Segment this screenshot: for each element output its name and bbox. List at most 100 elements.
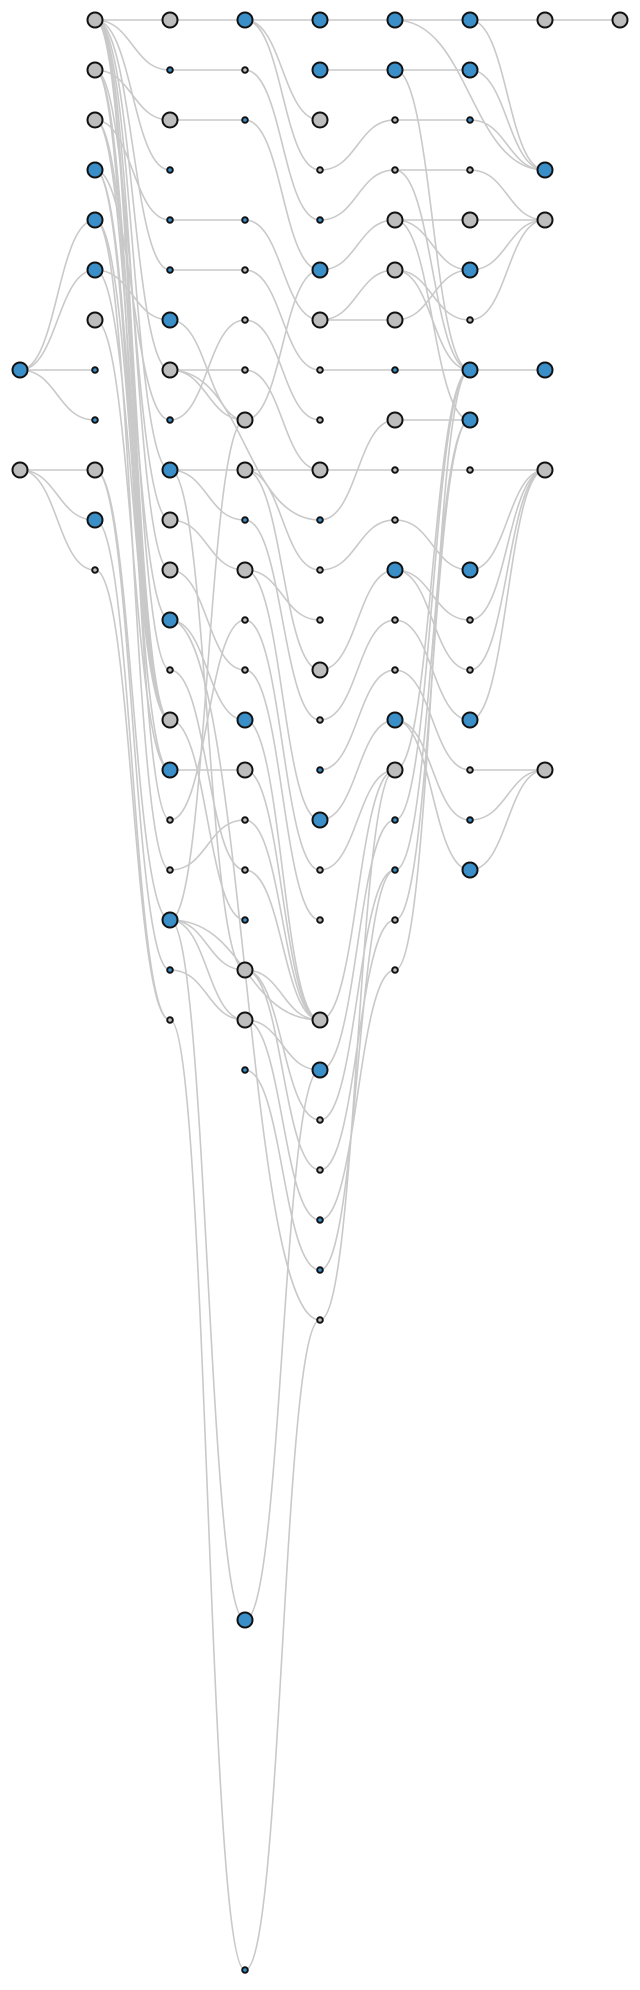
gray-node-small — [316, 566, 324, 574]
graph-edge — [19, 469, 96, 521]
blue-node-small — [166, 966, 174, 974]
gray-node-small — [316, 916, 324, 924]
graph-edge — [169, 919, 246, 971]
graph-edge — [19, 469, 96, 571]
gray-node-small — [466, 766, 474, 774]
graph-edge — [244, 969, 321, 1021]
gray-node-small — [316, 866, 324, 874]
blue-node — [311, 61, 329, 79]
graph-edge — [169, 919, 246, 1021]
graph-edge — [94, 519, 171, 1021]
graph-edge — [169, 1019, 246, 1971]
gray-node-small — [466, 466, 474, 474]
graph-edge — [394, 269, 471, 371]
graph-edge — [94, 119, 171, 721]
graph-edge — [244, 1319, 321, 1971]
gray-node-small — [316, 366, 324, 374]
blue-node — [236, 711, 254, 729]
gray-node — [161, 561, 179, 579]
graph-edge — [394, 669, 471, 771]
graph-edge — [319, 569, 396, 671]
gray-node-small — [391, 166, 399, 174]
gray-node-small — [466, 316, 474, 324]
gray-node — [611, 11, 629, 29]
graph-edge — [469, 219, 546, 271]
blue-node — [161, 761, 179, 779]
gray-node — [86, 11, 104, 29]
blue-node-small — [166, 66, 174, 74]
graph-edge — [94, 319, 171, 771]
gray-node — [86, 61, 104, 79]
blue-node-small — [241, 916, 249, 924]
graph-edge — [244, 719, 321, 1021]
graph-edge — [319, 869, 396, 1121]
blue-node-small — [241, 516, 249, 524]
blue-node — [461, 561, 479, 579]
gray-node — [311, 661, 329, 679]
gray-node-small — [391, 116, 399, 124]
gray-node — [461, 211, 479, 229]
graph-edge — [394, 719, 471, 871]
blue-node-small — [166, 266, 174, 274]
gray-node — [386, 211, 404, 229]
graph-edge — [244, 519, 321, 721]
graph-edge — [169, 519, 246, 571]
blue-node — [461, 61, 479, 79]
graph-edge — [319, 769, 396, 1021]
graph-edge — [19, 369, 96, 421]
graph-edge — [244, 969, 321, 1171]
blue-node-small — [316, 516, 324, 524]
graph-edge — [244, 669, 321, 921]
gray-node — [161, 11, 179, 29]
gray-node-small — [391, 966, 399, 974]
blue-node — [461, 711, 479, 729]
gray-node-small — [241, 816, 249, 824]
blue-node-small — [466, 816, 474, 824]
gray-node — [236, 1011, 254, 1029]
gray-node-small — [241, 366, 249, 374]
graph-edge — [469, 769, 546, 871]
blue-node-small — [391, 366, 399, 374]
graph-edge — [244, 769, 321, 1021]
gray-node-small — [391, 916, 399, 924]
graph-edge — [94, 469, 171, 971]
blue-node — [461, 861, 479, 879]
graph-edge — [169, 569, 246, 671]
graph-edge — [169, 719, 246, 921]
blue-node-small — [166, 216, 174, 224]
gray-node-small — [241, 866, 249, 874]
graph-edge — [319, 869, 396, 1271]
blue-node — [161, 461, 179, 479]
graph-edge — [244, 19, 321, 171]
gray-node-small — [316, 1116, 324, 1124]
graph-edge — [244, 269, 321, 371]
blue-node-small — [241, 116, 249, 124]
graph-edge — [319, 119, 396, 171]
blue-node-small — [391, 816, 399, 824]
gray-node — [86, 461, 104, 479]
graph-edge — [469, 469, 546, 571]
gray-node-small — [316, 616, 324, 624]
node-layer — [11, 11, 629, 1974]
blue-node — [461, 361, 479, 379]
graph-edge — [244, 869, 321, 1021]
gray-node — [536, 211, 554, 229]
blue-node — [386, 11, 404, 29]
gray-node — [536, 461, 554, 479]
gray-node-small — [166, 816, 174, 824]
gray-node — [11, 461, 29, 479]
graph-edge — [319, 169, 396, 221]
blue-node — [86, 261, 104, 279]
blue-node — [86, 161, 104, 179]
gray-node-small — [466, 616, 474, 624]
blue-node-small — [91, 416, 99, 424]
gray-node-small — [391, 516, 399, 524]
graph-edge — [94, 119, 171, 621]
gray-node — [161, 711, 179, 729]
graph-edge — [319, 669, 396, 771]
graph-edge — [319, 769, 396, 871]
graph-edge — [19, 219, 96, 371]
graph-edge — [244, 819, 321, 1021]
graph-edge — [319, 519, 396, 571]
